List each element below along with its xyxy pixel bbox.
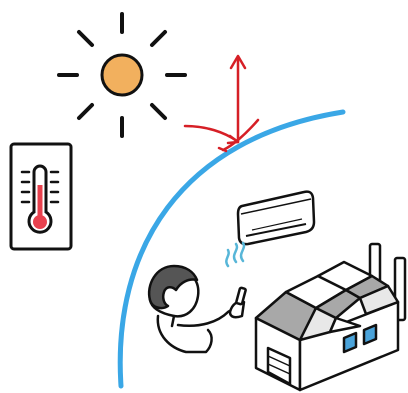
reflected-heat-arrow <box>183 54 260 153</box>
atmosphere-arc <box>117 109 346 389</box>
person-with-remote-icon <box>147 264 247 354</box>
sun-icon <box>57 12 187 138</box>
factory-icon <box>254 242 407 392</box>
airflow-icon <box>225 241 246 268</box>
air-conditioner-icon <box>236 190 316 246</box>
thermometer-icon <box>9 142 73 251</box>
